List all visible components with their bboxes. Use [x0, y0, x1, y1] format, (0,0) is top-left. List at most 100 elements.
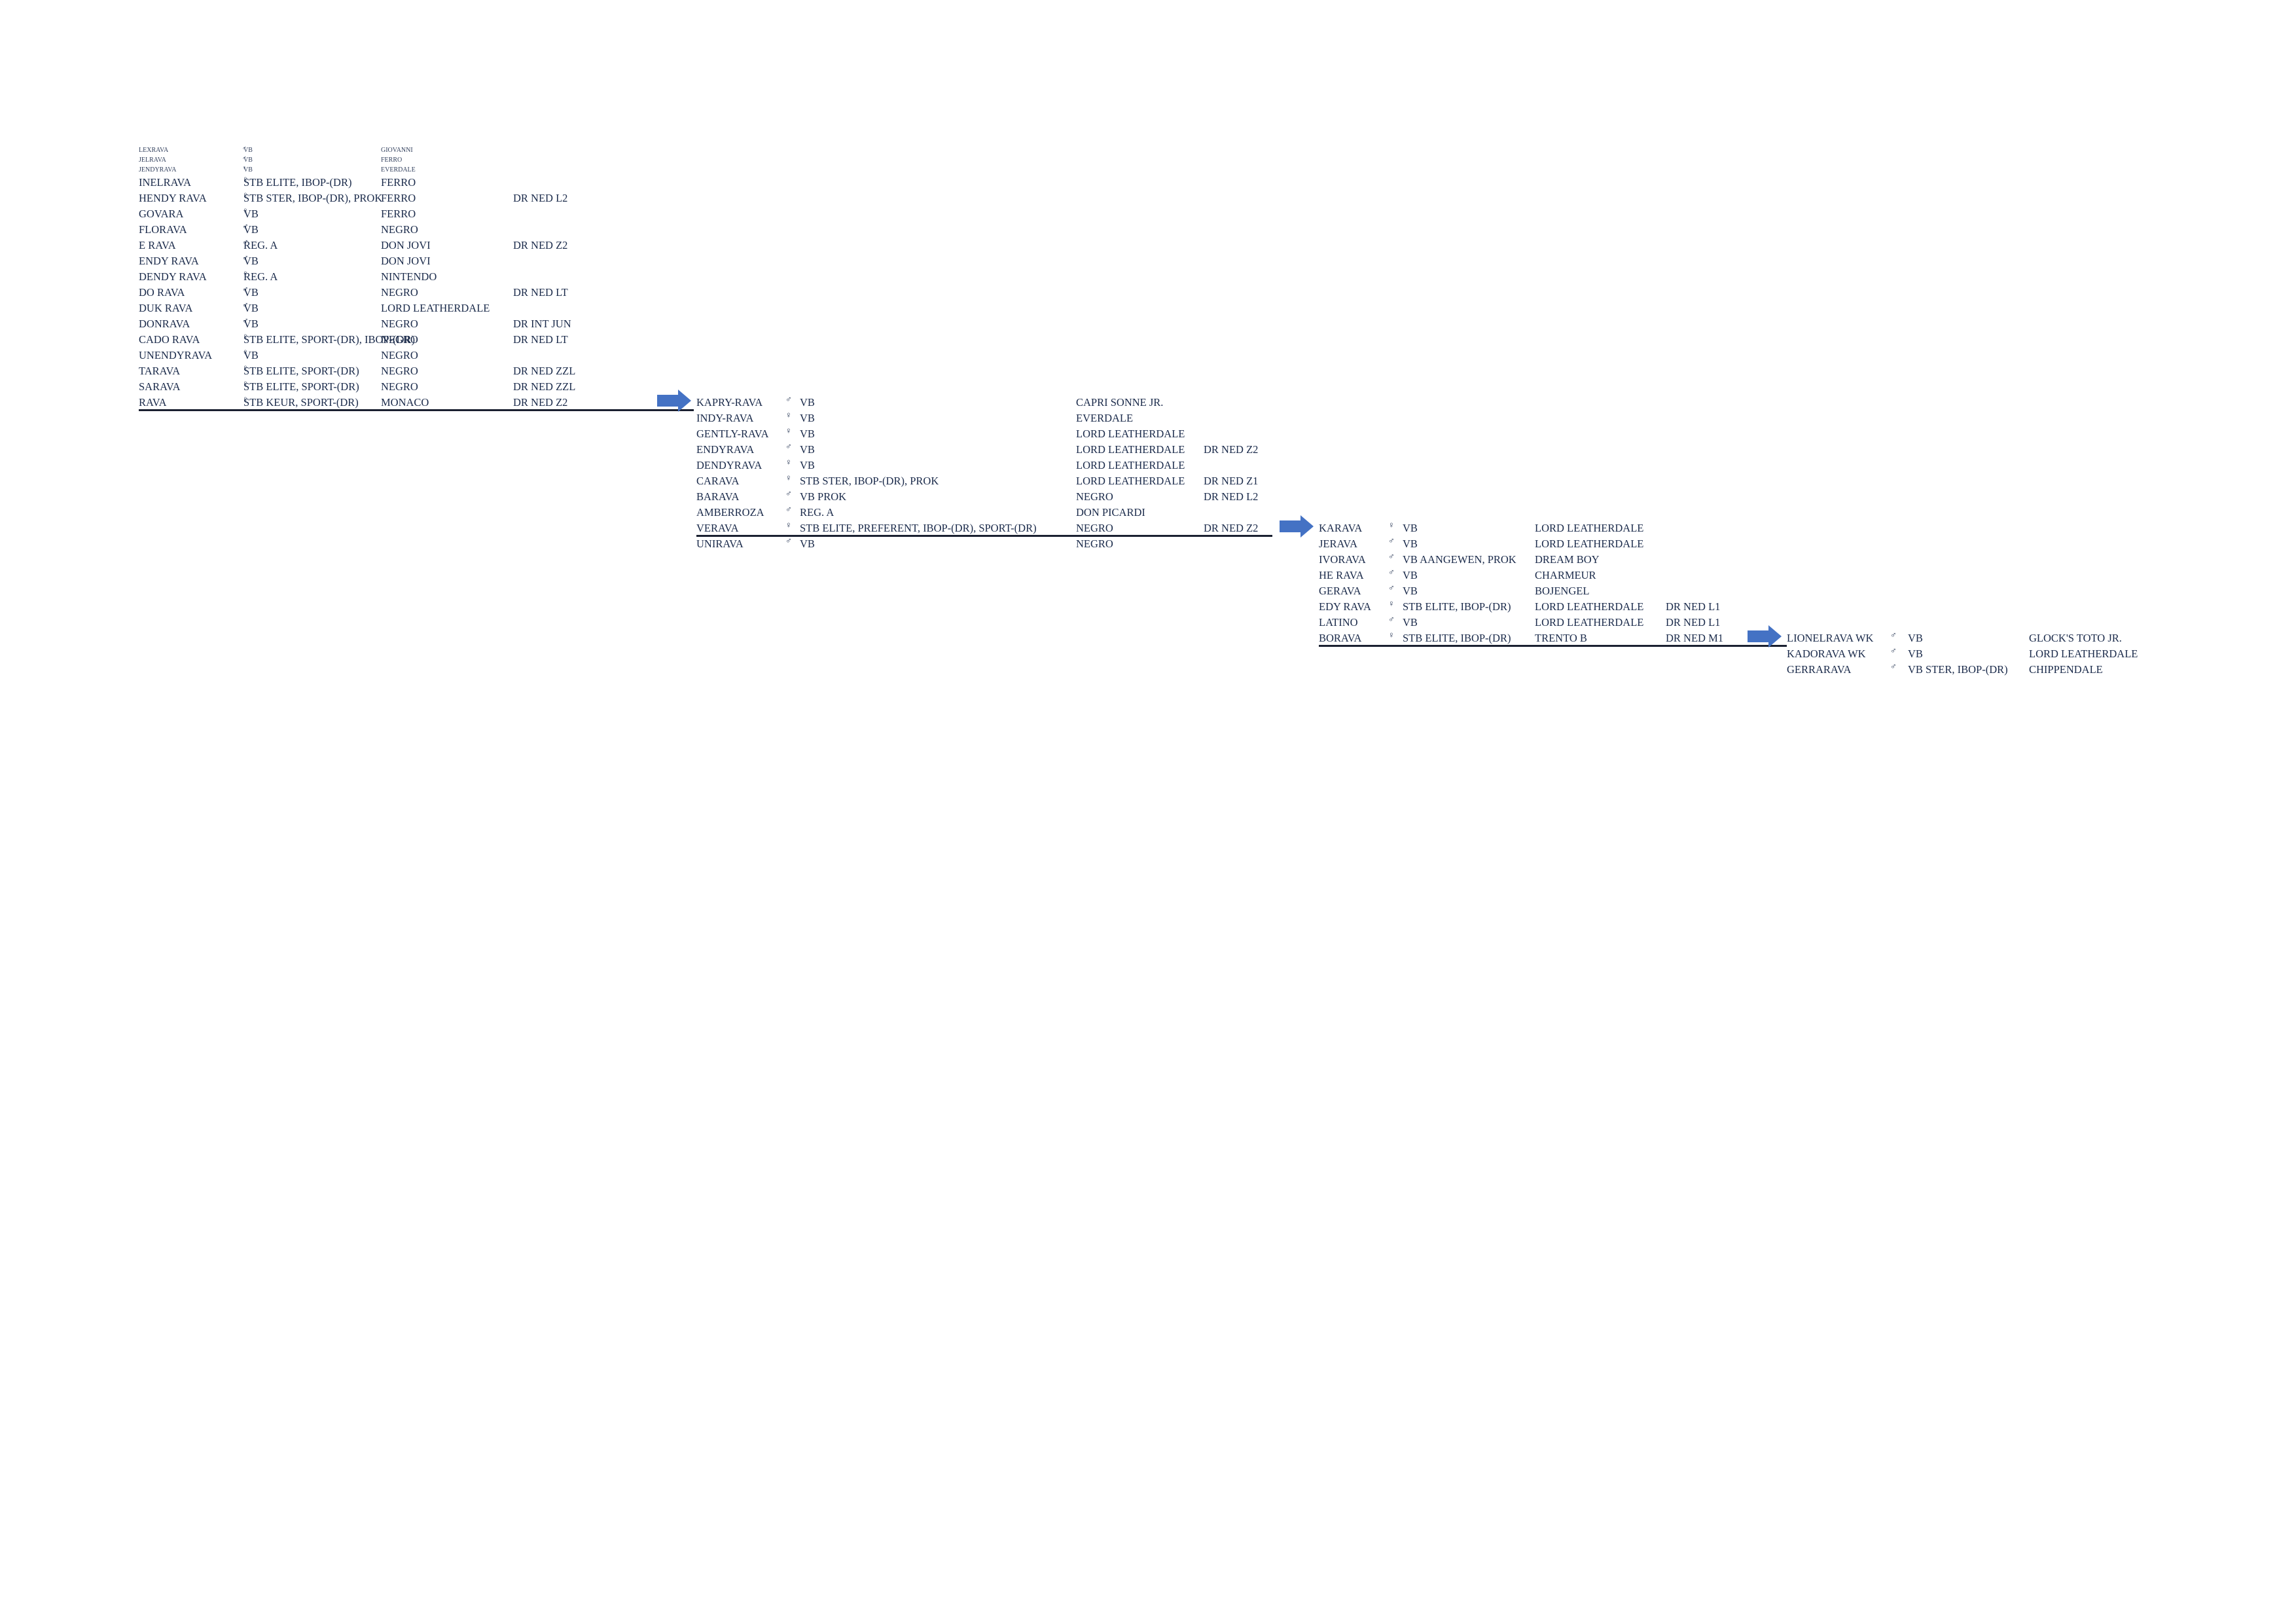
sire-name: CHIPPENDALE [2029, 663, 2103, 676]
predicates: REG. A [800, 506, 834, 519]
sire-name: LORD LEATHERDALE [1535, 538, 1644, 550]
sire-name: FERRO [381, 156, 403, 164]
predicates: STB ELITE, PREFERENT, IBOP-(DR), SPORT-(… [800, 522, 1037, 534]
male-icon: ♂ [242, 300, 249, 310]
sire-name: NEGRO [1076, 538, 1113, 550]
predicates: VB [243, 223, 259, 236]
male-icon: ♂ [785, 504, 792, 514]
female-icon: ♀ [242, 378, 249, 388]
sire-name: LORD LEATHERDALE [1535, 600, 1644, 613]
sire-name: LORD LEATHERDALE [2029, 647, 2138, 660]
dressage-level: DR NED M1 [1666, 632, 1724, 644]
horse-name: LATINO [1319, 616, 1358, 629]
predicates: VB [243, 166, 253, 173]
sire-name: EVERDALE [381, 166, 416, 173]
female-icon: ♀ [242, 268, 249, 278]
horse-name: TARAVA [139, 365, 181, 377]
generation-separator-line [139, 409, 694, 411]
predicates: VB STER, IBOP-(DR) [1908, 663, 2008, 676]
predicates: STB KEUR, SPORT-(DR) [243, 396, 359, 409]
horse-name: GOVARA [139, 208, 184, 220]
arrow-right-icon [1280, 515, 1314, 538]
male-icon: ♂ [1890, 646, 1897, 655]
predicates: STB ELITE, SPORT-(DR), IBOP-(DR) [243, 333, 415, 346]
male-icon: ♂ [1890, 630, 1897, 640]
horse-name: FLORAVA [139, 223, 187, 236]
predicates: VB [800, 538, 815, 550]
male-icon: ♂ [1890, 661, 1897, 671]
horse-name: ENDY RAVA [139, 255, 199, 267]
sire-name: CHARMEUR [1535, 569, 1596, 581]
sire-name: MONACO [381, 396, 429, 409]
female-icon: ♀ [242, 363, 249, 373]
female-icon: ♀ [785, 457, 792, 467]
dressage-level: DR NED Z2 [513, 239, 568, 251]
male-icon: ♂ [785, 441, 792, 451]
horse-name: GERRARAVA [1787, 663, 1852, 676]
predicates: VB [243, 156, 253, 164]
male-icon: ♂ [242, 284, 249, 294]
male-icon: ♂ [1388, 614, 1395, 624]
sire-name: BOJENGEL [1535, 585, 1590, 597]
predicates: STB STER, IBOP-(DR), PROK [243, 192, 383, 204]
predicates: VB [243, 147, 253, 154]
predicates: VB [243, 302, 259, 314]
predicates: VB [800, 428, 815, 440]
female-icon: ♀ [242, 331, 249, 341]
horse-name: BARAVA [696, 490, 740, 503]
male-icon: ♂ [242, 316, 249, 325]
horse-name: JENDYRAVA [139, 166, 177, 173]
horse-name: KARAVA [1319, 522, 1363, 534]
sire-name: EVERDALE [1076, 412, 1134, 424]
dressage-level: DR NED ZZL [513, 380, 576, 393]
dressage-level: DR NED ZZL [513, 365, 576, 377]
female-icon: ♀ [785, 426, 792, 435]
horse-name: LIONELRAVA WK [1787, 632, 1874, 644]
sire-name: DON PICARDI [1076, 506, 1145, 519]
sire-name: DREAM BOY [1535, 553, 1600, 566]
sire-name: NEGRO [381, 365, 418, 377]
horse-name: JERAVA [1319, 538, 1357, 550]
horse-name: HENDY RAVA [139, 192, 207, 204]
predicates: VB [1403, 616, 1418, 629]
predicates: VB [800, 412, 815, 424]
horse-name: GENTLY-RAVA [696, 428, 769, 440]
sire-name: NEGRO [381, 349, 418, 361]
horse-name: JELRAVA [139, 156, 166, 164]
male-icon: ♂ [242, 221, 249, 231]
female-icon: ♀ [785, 410, 792, 420]
predicates: STB ELITE, SPORT-(DR) [243, 380, 359, 393]
horse-name: UNENDYRAVA [139, 349, 213, 361]
dressage-level: DR NED L1 [1666, 616, 1721, 629]
male-icon: ♂ [1388, 536, 1395, 545]
male-icon: ♂ [242, 237, 249, 247]
female-icon: ♀ [242, 347, 249, 357]
dressage-level: DR NED Z1 [1204, 475, 1259, 487]
sire-name: LORD LEATHERDALE [1076, 443, 1185, 456]
predicates: VB [1403, 585, 1418, 597]
sire-name: FERRO [381, 208, 416, 220]
male-icon: ♂ [1388, 567, 1395, 577]
horse-name: VERAVA [696, 522, 739, 534]
predicates: STB ELITE, IBOP-(DR) [243, 176, 352, 189]
dressage-level: DR INT JUN [513, 318, 571, 330]
predicates: VB [1403, 522, 1418, 534]
sire-name: NEGRO [381, 223, 418, 236]
horse-name: DENDYRAVA [696, 459, 762, 471]
arrow-right-icon [657, 390, 691, 412]
horse-name: CARAVA [696, 475, 740, 487]
horse-name: GERAVA [1319, 585, 1361, 597]
sire-name: LORD LEATHERDALE [1076, 475, 1185, 487]
predicates: VB AANGEWEN, PROK [1403, 553, 1516, 566]
arrow-right-icon [1748, 625, 1782, 647]
predicates: REG. A [243, 239, 278, 251]
horse-name: KAPRY-RAVA [696, 396, 763, 409]
sire-name: LORD LEATHERDALE [1076, 459, 1185, 471]
dressage-level: DR NED L1 [1666, 600, 1721, 613]
generation-separator-line [696, 535, 1272, 537]
predicates: VB [1908, 647, 1923, 660]
horse-name: CADO RAVA [139, 333, 200, 346]
sire-name: NINTENDO [381, 270, 437, 283]
horse-name: SARAVA [139, 380, 181, 393]
male-icon: ♂ [1388, 551, 1395, 561]
